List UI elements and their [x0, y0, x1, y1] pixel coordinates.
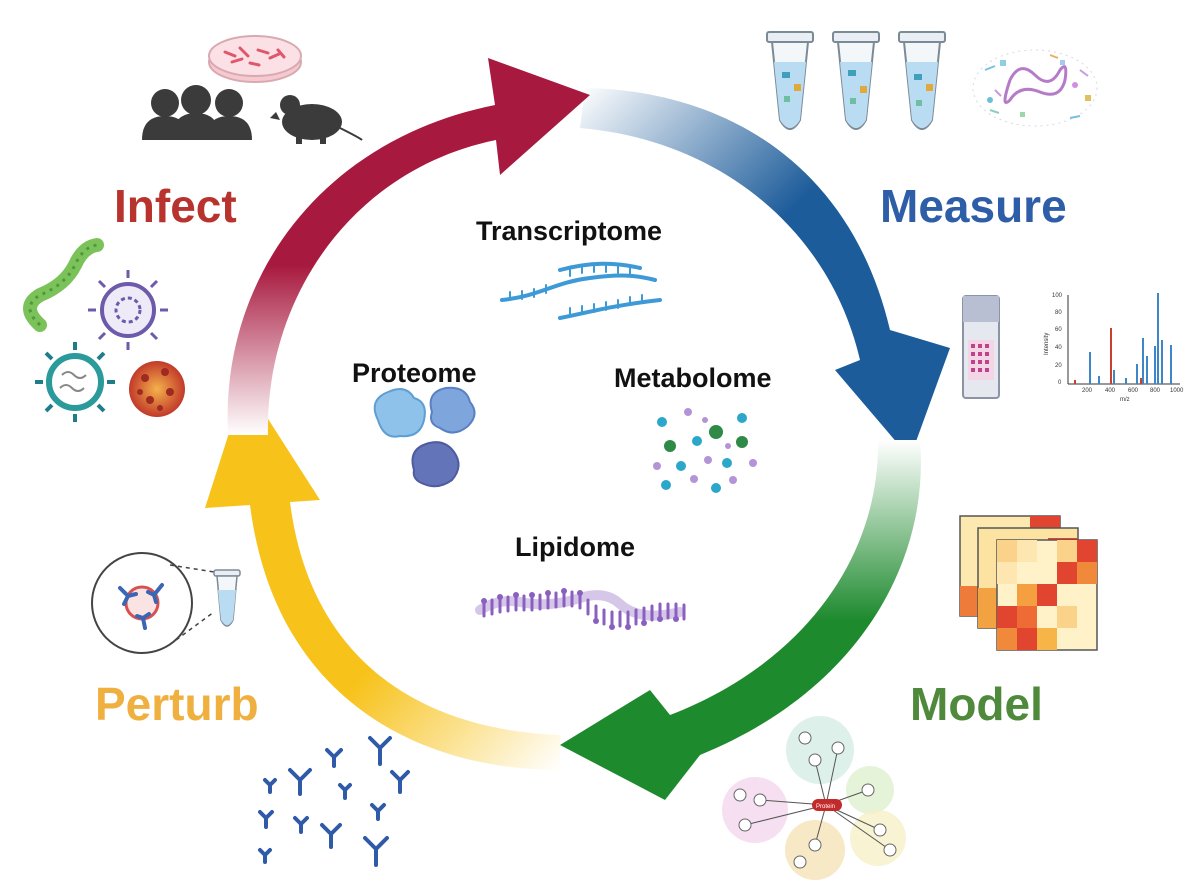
stage-label-infect: Infect	[114, 180, 237, 232]
antibody-icon	[258, 736, 410, 867]
spectrum-xtick-800: 800	[1150, 388, 1161, 394]
spectrum-ytick-80: 80	[1055, 310, 1062, 316]
spectrum-ylabel: Intensity	[1044, 333, 1050, 355]
arrow-infect-crimson	[227, 58, 590, 435]
protein-icon	[373, 386, 476, 488]
omics-label-metabolome: Metabolome	[614, 363, 772, 393]
petri-dish-icon	[208, 35, 302, 83]
tube-icon	[213, 569, 241, 627]
arrow-model-green	[560, 440, 921, 800]
network-hub-label: Protein	[816, 804, 835, 810]
spectrum-xtick-1000: 1000	[1170, 388, 1184, 394]
biomolecule-mix-icon	[972, 49, 1098, 127]
stage-label-measure: Measure	[880, 180, 1067, 232]
sample-cartridge-icon	[962, 295, 1000, 399]
spectrum-ytick-40: 40	[1055, 345, 1062, 351]
spectrum-xtick-400: 400	[1105, 388, 1116, 394]
metabolite-icon	[653, 408, 757, 493]
tube-icon	[898, 31, 946, 130]
spectrum-ytick-60: 60	[1055, 327, 1062, 333]
arrow-perturb-yellow	[205, 383, 560, 770]
people-icon	[142, 85, 252, 140]
mass-spectrum-icon: 0 20 40 60 80 100 200 400 600 800 1000 m…	[1044, 293, 1184, 403]
stage-label-perturb: Perturb	[95, 678, 259, 730]
virus-icon	[35, 342, 115, 422]
tube-icon	[766, 31, 814, 130]
spectrum-xtick-200: 200	[1082, 388, 1093, 394]
virus-icon	[23, 238, 104, 332]
heatmap-front	[996, 539, 1098, 651]
lipid-icon	[475, 588, 686, 630]
antibody-binding-icon	[91, 552, 215, 654]
spectrum-xtick-600: 600	[1128, 388, 1139, 394]
omics-label-lipidome: Lipidome	[515, 532, 635, 562]
mouse-icon	[270, 95, 363, 144]
spectrum-ytick-100: 100	[1052, 293, 1063, 299]
omics-label-proteome: Proteome	[352, 358, 477, 388]
spectrum-xlabel: m/z	[1120, 397, 1130, 403]
virus-icon	[129, 361, 185, 417]
cycle-arrows	[205, 58, 950, 800]
omics-label-transcriptome: Transcriptome	[476, 216, 662, 246]
tube-icon	[832, 31, 880, 130]
virus-icon	[88, 270, 168, 350]
rna-icon	[500, 261, 662, 320]
network-icon: Protein	[722, 716, 906, 880]
heatmap-stack-icon	[959, 515, 1098, 651]
stage-label-model: Model	[910, 678, 1043, 730]
arrow-measure-blue	[580, 88, 950, 458]
spectrum-ytick-0: 0	[1058, 380, 1062, 386]
spectrum-ytick-20: 20	[1055, 363, 1062, 369]
